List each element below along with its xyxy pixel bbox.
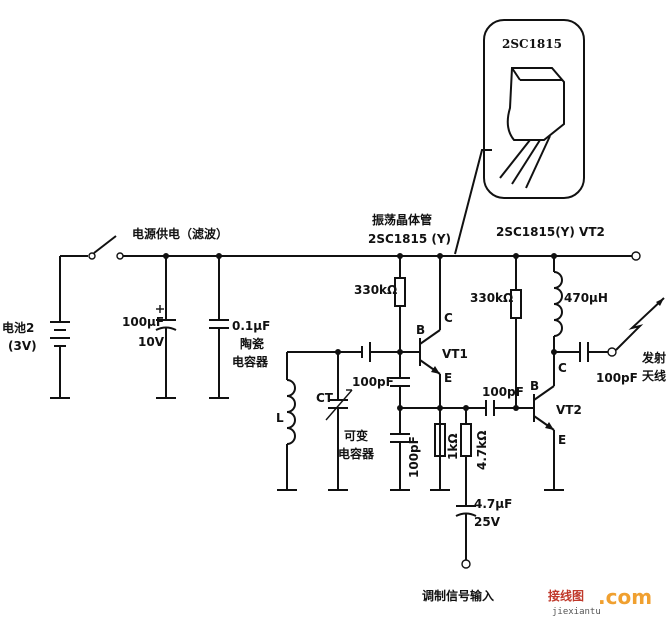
bias-resistor-1 [394, 256, 406, 352]
inductor-out-label: 470μH [564, 291, 608, 305]
vt1-pin-e: E [444, 371, 452, 385]
coupling-capacitor-vt2 [485, 400, 534, 416]
r-bias2-label: 330kΩ [470, 291, 513, 305]
c-couple-label: 100pF [482, 385, 524, 399]
antenna2-label: 天线 [642, 368, 666, 383]
c-input-voltage-label: 25V [474, 515, 501, 529]
r-base-label: 4.7kΩ [475, 431, 489, 470]
c-output-label: 100pF [596, 371, 638, 385]
vt2-pin-c: C [558, 361, 567, 375]
vt2-pin-e: E [558, 433, 566, 447]
vt2-model-label: 2SC1815(Y) VT2 [496, 225, 605, 239]
antenna-label: 发射 [641, 350, 666, 365]
electrolytic-value-label: 100μF [122, 315, 164, 329]
coupling-capacitor-input [361, 342, 420, 362]
osc-transistor-label: 振荡晶体管 [372, 212, 432, 227]
r-bias1-label: 330kΩ [354, 283, 397, 297]
input-capacitor [455, 505, 477, 569]
emitter-resistor [434, 423, 446, 457]
electrolytic-voltage-label: 10V [138, 335, 165, 349]
ceramic-value-label: 0.1μF [232, 319, 270, 333]
vt1-label: VT1 [442, 347, 468, 361]
antenna-symbol [615, 297, 665, 351]
var-cap-label: CT [316, 391, 334, 405]
output-capacitor [554, 342, 617, 362]
battery-symbol [50, 256, 70, 399]
battery-voltage-label: (3V) [8, 339, 37, 353]
inductor-l-label: L [276, 411, 284, 425]
power-switch [60, 235, 124, 260]
watermark-site-com: .com [598, 585, 652, 609]
ceramic-name2-label: 电容器 [232, 354, 269, 369]
tank-inductor [277, 351, 362, 491]
watermark-site-cn: 接线图 [548, 588, 584, 603]
vt1-pin-c: C [444, 311, 453, 325]
var-cap-name2-label: 电容器 [338, 446, 375, 461]
variable-capacitor [325, 352, 353, 491]
battery-label: 电池2 [2, 320, 34, 335]
r-emitter-label: 1kΩ [446, 433, 460, 460]
c-feedback-label: 100pF [352, 375, 394, 389]
transistor-vt2 [533, 352, 564, 491]
c-input-label: 4.7μF [474, 497, 512, 511]
osc-model-label: 2SC1815 (Y) [368, 232, 451, 246]
vt2-pin-b: B [530, 379, 539, 393]
output-inductor [551, 256, 563, 355]
watermark-site-url: jiexiantu [552, 607, 601, 617]
transistor-vt1 [419, 256, 450, 491]
var-cap-name-label: 可变 [344, 428, 368, 443]
power-supply-label: 电源供电（滤波） [132, 226, 228, 241]
vt1-pin-b: B [416, 323, 425, 337]
ceramic-name-label: 陶瓷 [240, 336, 264, 351]
ceramic-capacitor [209, 256, 229, 399]
input-resistor [440, 405, 486, 506]
transistor-package-inset [454, 19, 585, 255]
mod-input-label: 调制信号输入 [422, 588, 494, 603]
package-model-label: 2SC1815 [502, 37, 562, 51]
bias-resistor-2 [510, 256, 522, 408]
feedback-capacitor [390, 352, 440, 491]
c-emitter-label: 100pF [407, 436, 421, 478]
electrolytic-capacitor [155, 256, 177, 399]
vt2-label: VT2 [556, 403, 582, 417]
